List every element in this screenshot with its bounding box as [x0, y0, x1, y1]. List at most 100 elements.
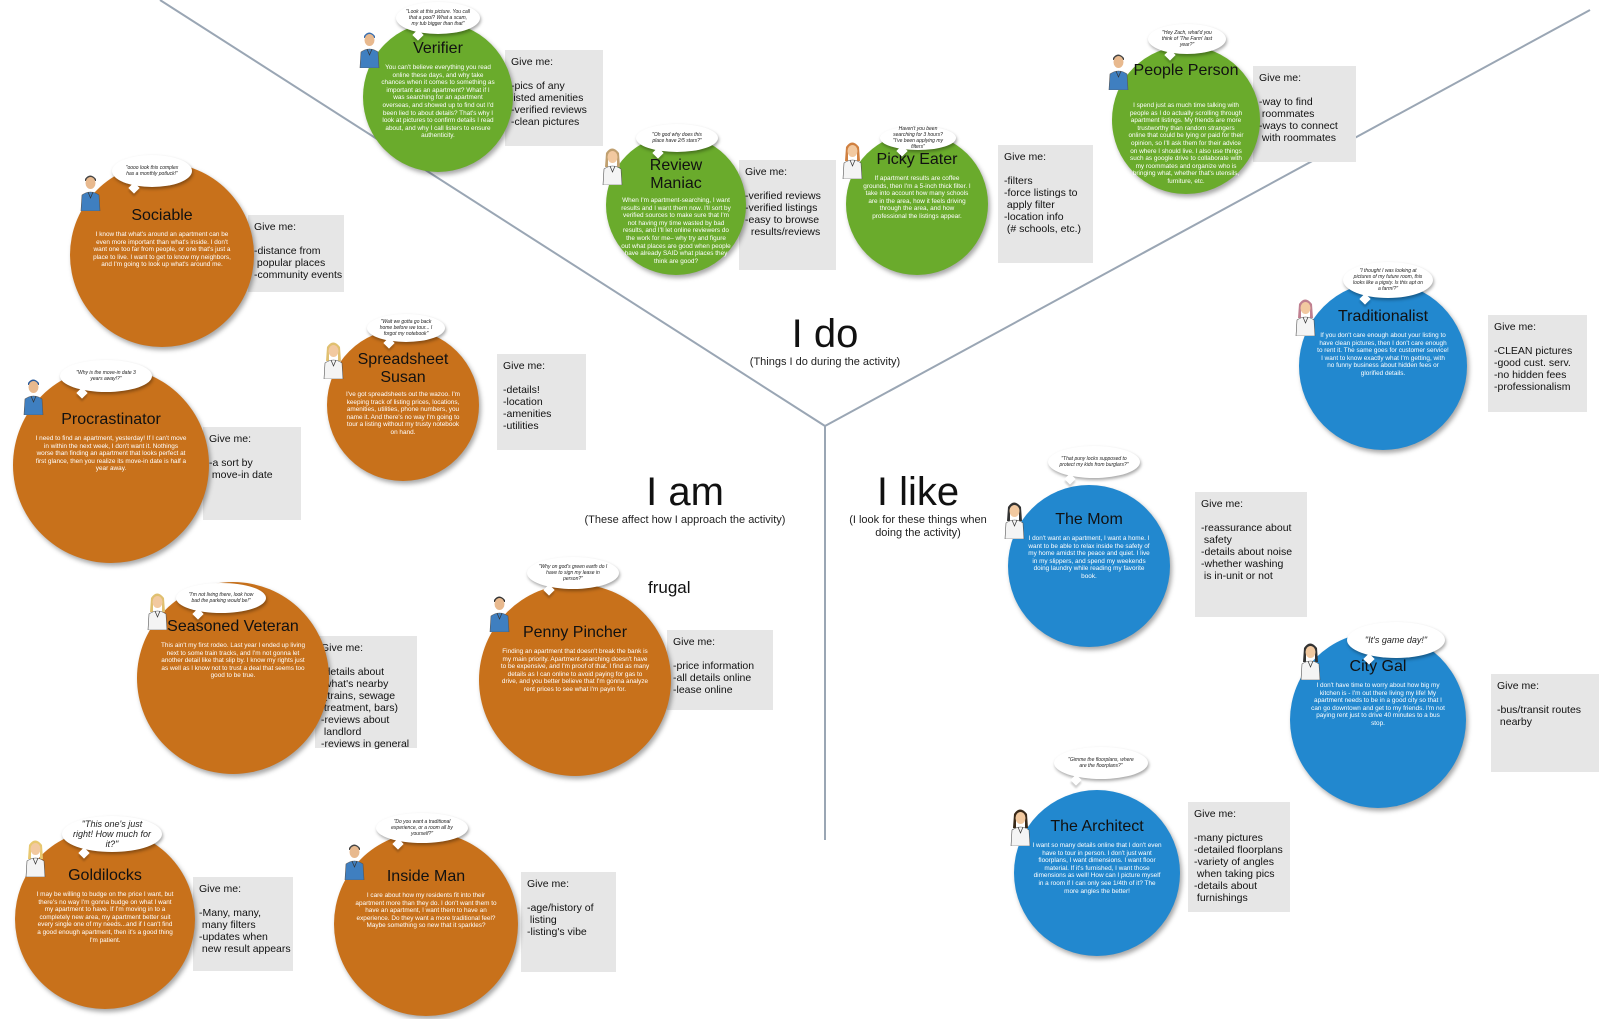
quote-bubble: "I thought I was looking at pictures of …	[1343, 262, 1433, 298]
give-me-item: -listing's vibe	[527, 926, 587, 938]
give-me-item: -distance from	[254, 245, 321, 257]
persona-description: I care about how my residents fit into t…	[355, 892, 497, 930]
give-me-item: -details about	[321, 666, 385, 678]
give-me-label: Give me:	[1259, 72, 1302, 84]
frugal-label: frugal	[648, 578, 691, 597]
give-me-item: -all details online	[673, 672, 752, 684]
give-me-item: results/reviews	[745, 226, 821, 238]
persona-name: Inside Man	[386, 868, 466, 885]
persona-name: Review Maniac	[649, 157, 703, 192]
give-me-item: when taking pics	[1194, 868, 1275, 880]
give-me-item: -way to find	[1259, 96, 1313, 108]
give-me-label: Give me:	[1194, 808, 1237, 820]
give-me-panel: Give me:-reassurance about safety-detail…	[1195, 492, 1307, 617]
give-me-item: -clean pictures	[511, 116, 580, 128]
give-me-item: -Many, many,	[199, 907, 262, 919]
give-me-label: Give me:	[673, 636, 716, 648]
give-me-item: -bus/transit routes	[1497, 704, 1582, 716]
give-me-item: -CLEAN pictures	[1494, 345, 1573, 357]
give-me-item: -lease online	[673, 684, 733, 696]
persona-description: Finding an apartment that doesn't break …	[500, 648, 650, 693]
give-me-label: Give me:	[511, 56, 554, 68]
persona-name: Penny Pincher	[522, 624, 628, 641]
persona-description: I don't have time to worry about how big…	[1311, 682, 1445, 727]
give-me-item: (trains, sewage	[321, 690, 396, 702]
persona-avatar-icon	[1298, 640, 1324, 685]
give-me-panel: Give me:-many pictures-detailed floorpla…	[1188, 802, 1290, 912]
give-me-item: popular places	[254, 257, 326, 269]
give-me-item: treatment, bars)	[321, 702, 399, 714]
persona-avatar-icon	[1293, 296, 1319, 341]
give-me-item: -location info	[1004, 211, 1064, 223]
persona-name: People Person	[1133, 62, 1239, 79]
section-i-am: I am (These affect how I approach the ac…	[570, 470, 800, 527]
persona-circle: Inside Man I care about how my residents …	[334, 832, 518, 1016]
quote-bubble: "Do you want a traditional experience, o…	[376, 813, 468, 843]
give-me-item: with roommates	[1259, 132, 1337, 144]
give-me-panel: Give me:-Many, many, many filters-update…	[193, 877, 293, 971]
give-me-item: furnishings	[1194, 892, 1248, 904]
give-me-item: -force listings to	[1004, 187, 1078, 199]
section-title: I like	[876, 470, 960, 514]
persona-avatar-icon	[145, 590, 171, 635]
give-me-item: -reviews in general	[321, 738, 410, 750]
section-title: I am	[646, 470, 724, 514]
give-me-item: -reassurance about	[1201, 522, 1292, 534]
persona-name: Picky Eater	[876, 151, 958, 168]
section-i-like: I like (I look for these things when doi…	[848, 470, 988, 540]
section-subtitle: (These affect how I approach the activit…	[584, 514, 786, 526]
quote-bubble: Haven't you been searching for 3 hours? …	[880, 126, 956, 150]
give-me-item: -a sort by	[209, 457, 253, 469]
give-me-panel: Give me: -distance from popular places-co…	[248, 215, 344, 292]
give-me-item: landlord	[321, 726, 362, 738]
quote-bubble: "Oh god why does this place have 2/5 sta…	[636, 124, 718, 152]
quote-bubble: "It's game day!"	[1347, 622, 1445, 658]
give-me-item: -price information	[673, 660, 755, 672]
persona-name: Goldilocks	[68, 867, 142, 884]
quote-bubble: "Wait we gotta go back home before we to…	[367, 314, 445, 342]
give-me-label: Give me:	[1004, 151, 1047, 163]
give-me-item: -pics of any	[511, 80, 565, 92]
give-me-item: -location	[503, 396, 543, 408]
give-me-label: Give me:	[745, 166, 788, 178]
give-me-label: Give me:	[1494, 321, 1537, 333]
give-me-item: -filters	[1004, 175, 1033, 187]
quote-bubble: "Gimme the floorplans, where are the flo…	[1054, 747, 1148, 779]
give-me-panel: Give me:-filters-force listings to apply…	[998, 145, 1093, 263]
give-me-item: -updates when	[199, 931, 268, 943]
persona-avatar-icon	[1002, 499, 1028, 544]
give-me-item: -no hidden fees	[1494, 369, 1567, 381]
section-title: I do	[791, 312, 859, 356]
section-subtitle: (Things I do during the activity)	[749, 356, 901, 368]
give-me-item: -community events	[254, 269, 343, 281]
quote-bubble: "Why is the move-in date 3 years away!?"	[60, 360, 152, 392]
give-me-label: Give me:	[1201, 498, 1244, 510]
persona-avatar-icon	[600, 145, 626, 190]
persona-description: This ain't my first rodeo. Last year I e…	[160, 642, 305, 680]
give-me-item: -whether washing	[1201, 558, 1284, 570]
give-me-item: -many pictures	[1194, 832, 1263, 844]
give-me-label: Give me:	[527, 878, 570, 890]
give-me-item: -details about	[1194, 880, 1258, 892]
give-me-item: roommates	[1259, 108, 1315, 120]
persona-avatar-icon	[840, 139, 866, 184]
persona-description: I've got spreadsheets out the wazoo. I'm…	[346, 391, 460, 436]
persona-avatar-icon	[342, 840, 368, 885]
give-me-item: nearby	[1497, 716, 1533, 728]
persona-description: I need to find an apartment, yesterday! …	[35, 435, 187, 473]
persona-name: Seasoned Veteran	[167, 618, 299, 635]
give-me-item: -utilities	[503, 420, 539, 432]
give-me-label: Give me:	[254, 221, 297, 233]
give-me-panel: Give me:-details about what's nearby (tr…	[315, 636, 417, 750]
give-me-item: -verified listings	[745, 202, 818, 214]
